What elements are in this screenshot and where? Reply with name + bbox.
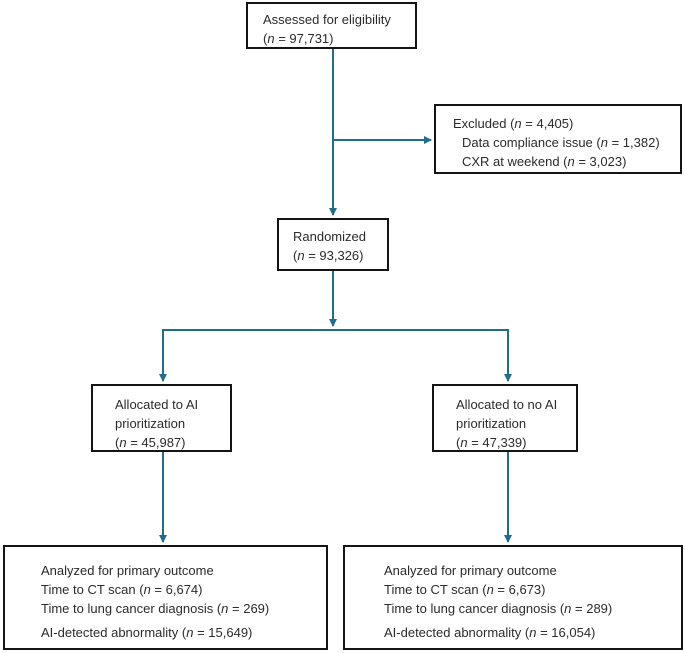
box-line: (n = 97,731) bbox=[263, 31, 334, 46]
box-analyzed-no-ai-arm: Analyzed for primary outcome Time to CT … bbox=[343, 545, 683, 650]
box-line: Randomized bbox=[293, 229, 366, 244]
box-line: prioritization bbox=[115, 416, 186, 431]
box-randomized: Randomized (n = 93,326) bbox=[277, 218, 389, 271]
box-line: prioritization bbox=[456, 416, 527, 431]
box-allocated-ai-prioritization: Allocated to AI prioritization (n = 45,9… bbox=[91, 384, 232, 452]
box-allocated-no-ai-prioritization: Allocated to no AI prioritization (n = 4… bbox=[432, 384, 578, 452]
box-excluded: Excluded (n = 4,405) Data compliance iss… bbox=[434, 104, 682, 174]
box-line: Analyzed for primary outcome bbox=[41, 563, 214, 578]
box-line: Data compliance issue (n = 1,382) bbox=[462, 135, 660, 150]
box-line: CXR at weekend (n = 3,023) bbox=[462, 154, 627, 169]
box-line: Time to lung cancer diagnosis (n = 269) bbox=[41, 601, 270, 616]
box-line: (n = 45,987) bbox=[115, 435, 186, 450]
box-line: Analyzed for primary outcome bbox=[384, 563, 557, 578]
box-line: Time to CT scan (n = 6,673) bbox=[384, 582, 546, 597]
box-line: AI-detected abnormality (n = 16,054) bbox=[384, 625, 596, 640]
box-analyzed-ai-arm: Analyzed for primary outcome Time to CT … bbox=[3, 545, 328, 650]
box-line: Time to CT scan (n = 6,674) bbox=[41, 582, 203, 597]
box-assessed-eligibility: Assessed for eligibility (n = 97,731) bbox=[246, 2, 417, 49]
box-line: Allocated to AI bbox=[115, 397, 199, 412]
box-line: Excluded (n = 4,405) bbox=[453, 116, 574, 131]
box-line: (n = 47,339) bbox=[456, 435, 527, 450]
box-line: Allocated to no AI bbox=[456, 397, 558, 412]
box-line: Assessed for eligibility bbox=[263, 12, 391, 27]
box-line: Time to lung cancer diagnosis (n = 289) bbox=[384, 601, 613, 616]
box-line: AI-detected abnormality (n = 15,649) bbox=[41, 625, 253, 640]
box-line: (n = 93,326) bbox=[293, 248, 364, 263]
